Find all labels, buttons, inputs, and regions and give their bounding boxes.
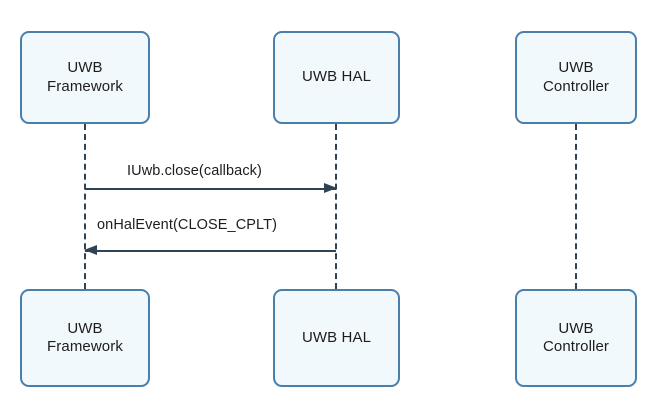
- arrowhead-right-icon-close: [324, 183, 337, 193]
- participant-label-uwb-framework-bottom: UWB Framework: [47, 319, 123, 355]
- participant-box-uwb-framework-bottom: UWB Framework: [20, 289, 150, 387]
- message-label-close-cplt: onHalEvent(CLOSE_CPLT): [97, 217, 278, 233]
- participant-box-uwb-controller-top: UWB Controller: [515, 31, 637, 124]
- message-line-close-cplt: [85, 250, 336, 252]
- participant-label-uwb-hal-bottom: UWB HAL: [301, 328, 372, 346]
- participant-box-uwb-framework-top: UWB Framework: [20, 31, 150, 124]
- lifeline-uwb-controller: [575, 124, 577, 289]
- participant-box-uwb-controller-bottom: UWB Controller: [515, 289, 637, 387]
- participant-label-uwb-controller-bottom: UWB Controller: [542, 319, 610, 355]
- participant-label-uwb-hal-top: UWB HAL: [301, 68, 372, 86]
- participant-label-uwb-framework-top: UWB Framework: [47, 59, 123, 95]
- arrowhead-left-icon-close-cplt: [84, 245, 97, 255]
- lifeline-uwb-hal: [335, 124, 337, 289]
- participant-label-uwb-controller-top: UWB Controller: [542, 59, 610, 95]
- participant-box-uwb-hal-bottom: UWB HAL: [273, 289, 400, 387]
- participant-box-uwb-hal-top: UWB HAL: [273, 31, 400, 124]
- message-line-close: [85, 188, 336, 190]
- message-label-close: IUwb.close(callback): [127, 163, 262, 179]
- lifeline-uwb-framework: [84, 124, 86, 289]
